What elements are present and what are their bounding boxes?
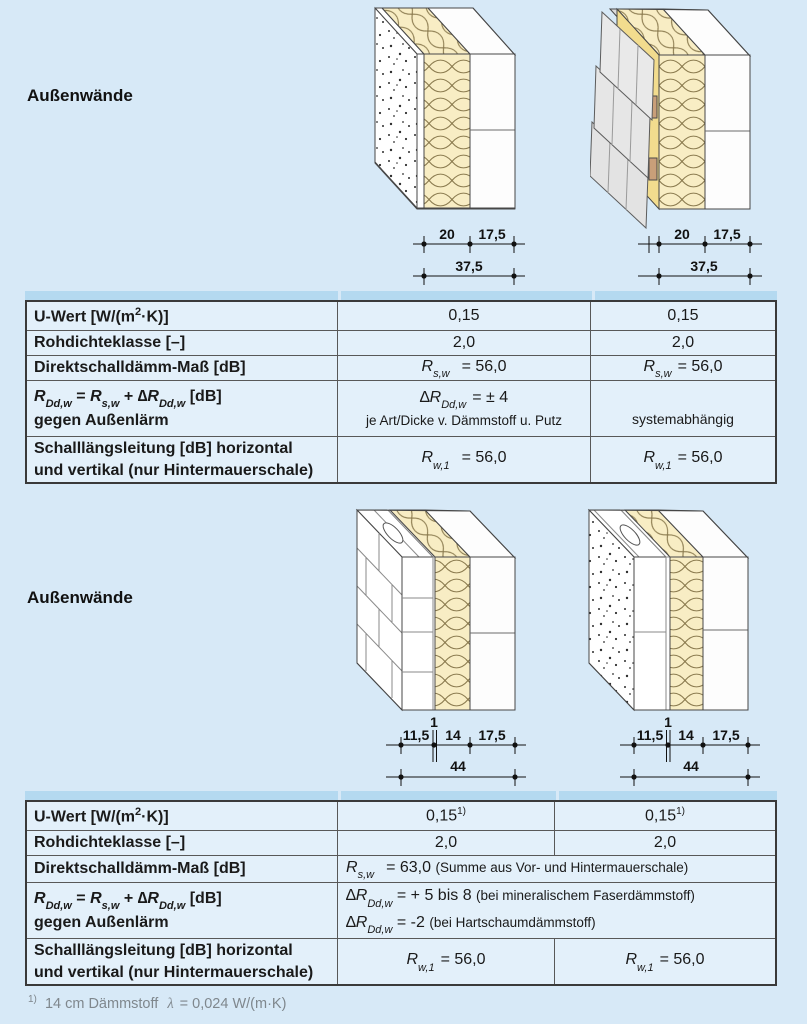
dim-label-total: 37,5 [455,258,482,274]
cell-u-wert-val2: 0,15 [591,302,775,330]
insulation-section [423,53,471,209]
cell-rdw-label: RDd,w = Rs,w + ∆RDd,w [dB] gegen Außenlä… [27,883,337,938]
plaster-top-edge [593,509,640,558]
wall-outline [356,509,516,711]
dim-label: 11,5 [403,727,430,743]
insulation-section [658,54,706,210]
acoustics-table-2: U-Wert [W/(m2·K)] 0,151) 0,151) Rohdicht… [25,800,777,986]
insulation-section [669,556,704,711]
wall-diagram-cladding: 20 17,5 37,5 [590,7,762,285]
cell-rohdichte-val1: 2,0 [338,831,554,855]
acoustics-table-1: U-Wert [W/(m2·K)] 0,15 0,15 Rohdichtekla… [25,300,777,484]
wall-outline [374,7,516,210]
cell-u-wert-val2: 0,151) [555,802,775,830]
section-top-title: Außenwände [27,86,133,105]
lambda-symbol: λ [167,995,174,1012]
cell-rdw-label: RDd,w = Rs,w + ∆RDd,w [dB] gegen Außenlä… [27,381,337,436]
dim-label: 11,5 [637,727,664,743]
dim-label-gap: 1 [664,714,672,730]
cell-u-wert-val1: 0,15 [338,302,590,330]
cell-rdw-val2: systemabhängig [591,381,775,436]
cell-flank-val2: Rw,1= 56,0 [591,437,775,482]
shingle-panels [590,10,655,230]
cell-direkt-val-span: Rs,w= 63,0 (Summe aus Vor- und Hintermau… [338,856,775,882]
air-gap-section [665,556,671,711]
cell-direkt-label: Direktschalldämm-Maß [dB] [27,356,337,380]
brick-section [401,556,434,711]
cell-flank-label: Schalllängsleitung [dB] horizontal und v… [27,437,337,482]
cell-direkt-val2: Rs,w= 56,0 [591,356,775,380]
cell-flank-val1: Rw,1= 56,0 [338,939,554,984]
dim-label: 17,5 [478,226,505,242]
cell-u-wert-label: U-Wert [W/(m2·K)] [27,302,337,330]
cell-flank-val1: Rw,1= 56,0 [338,437,590,482]
dim-label: 17,5 [478,727,505,743]
dimension-group: 20 17,5 37,5 [638,226,762,285]
insulation-section [434,556,471,711]
cell-direkt-val1: Rs,w= 56,0 [338,356,590,380]
masonry-section [469,53,516,209]
cell-rdw-val1: ∆RDd,w= ± 4 je Art/Dicke v. Dämmstoff u.… [338,381,590,436]
cell-flank-label: Schalllängsleitung [dB] horizontal und v… [27,939,337,984]
wall-diagram-brick-cavity: 1 11,5 14 17,5 44 [355,508,526,786]
wall-outline [616,8,751,210]
masonry-section [704,54,751,210]
brick-section-joints [402,597,433,673]
dim-label: 17,5 [712,727,739,743]
dim-label: 14 [445,727,461,743]
cell-flank-val2: Rw,1= 56,0 [555,939,775,984]
dim-label: 17,5 [713,226,740,242]
dimension-group: 1 11,5 14 17,5 44 [386,714,526,786]
footnote-marker: 1) [28,994,37,1005]
cell-rohdichte-label: Rohdichteklasse [–] [27,331,337,355]
cell-rohdichte-val1: 2,0 [338,331,590,355]
brick-core-hole [382,522,404,544]
section-bottom-title: Außenwände [27,588,133,607]
cell-rohdichte-val2: 2,0 [555,831,775,855]
dim-label: 20 [674,226,690,242]
cell-u-wert-label: U-Wert [W/(m2·K)] [27,802,337,830]
masonry-section [702,556,749,711]
footnote: 1) 14 cm Dämmstoff λ = 0,024 W/(m·K) [28,994,287,1012]
cell-direkt-label: Direktschalldämm-Maß [dB] [27,856,337,882]
brick-joints [356,533,403,698]
plaster-section [416,53,425,209]
dimension-group: 1 11,5 14 17,5 44 [620,714,760,786]
dim-label-total: 37,5 [690,258,717,274]
dim-label-total: 44 [450,758,466,774]
dim-label: 14 [678,727,694,743]
dim-label-total: 44 [683,758,699,774]
batten [648,157,658,181]
wall-diagram-etics: 20 17,5 37,5 [374,6,525,285]
wall-diagram-plaster-cavity: 1 11,5 14 17,5 44 [587,508,760,786]
wall-outline [588,509,749,711]
table-top-band [25,291,777,300]
cell-u-wert-val1: 0,151) [338,802,554,830]
table-top-band [25,791,777,800]
brick-core-hole [619,524,641,546]
cell-rdw-val-span: ∆RDd,w = + 5 bis 8 (bei mineralischem Fa… [338,883,775,938]
cell-rohdichte-label: Rohdichteklasse [–] [27,831,337,855]
dim-label: 20 [439,226,455,242]
dim-label-gap: 1 [430,714,438,730]
cell-rohdichte-val2: 2,0 [591,331,775,355]
dimension-group: 20 17,5 37,5 [413,226,525,285]
brick-section [633,556,667,711]
